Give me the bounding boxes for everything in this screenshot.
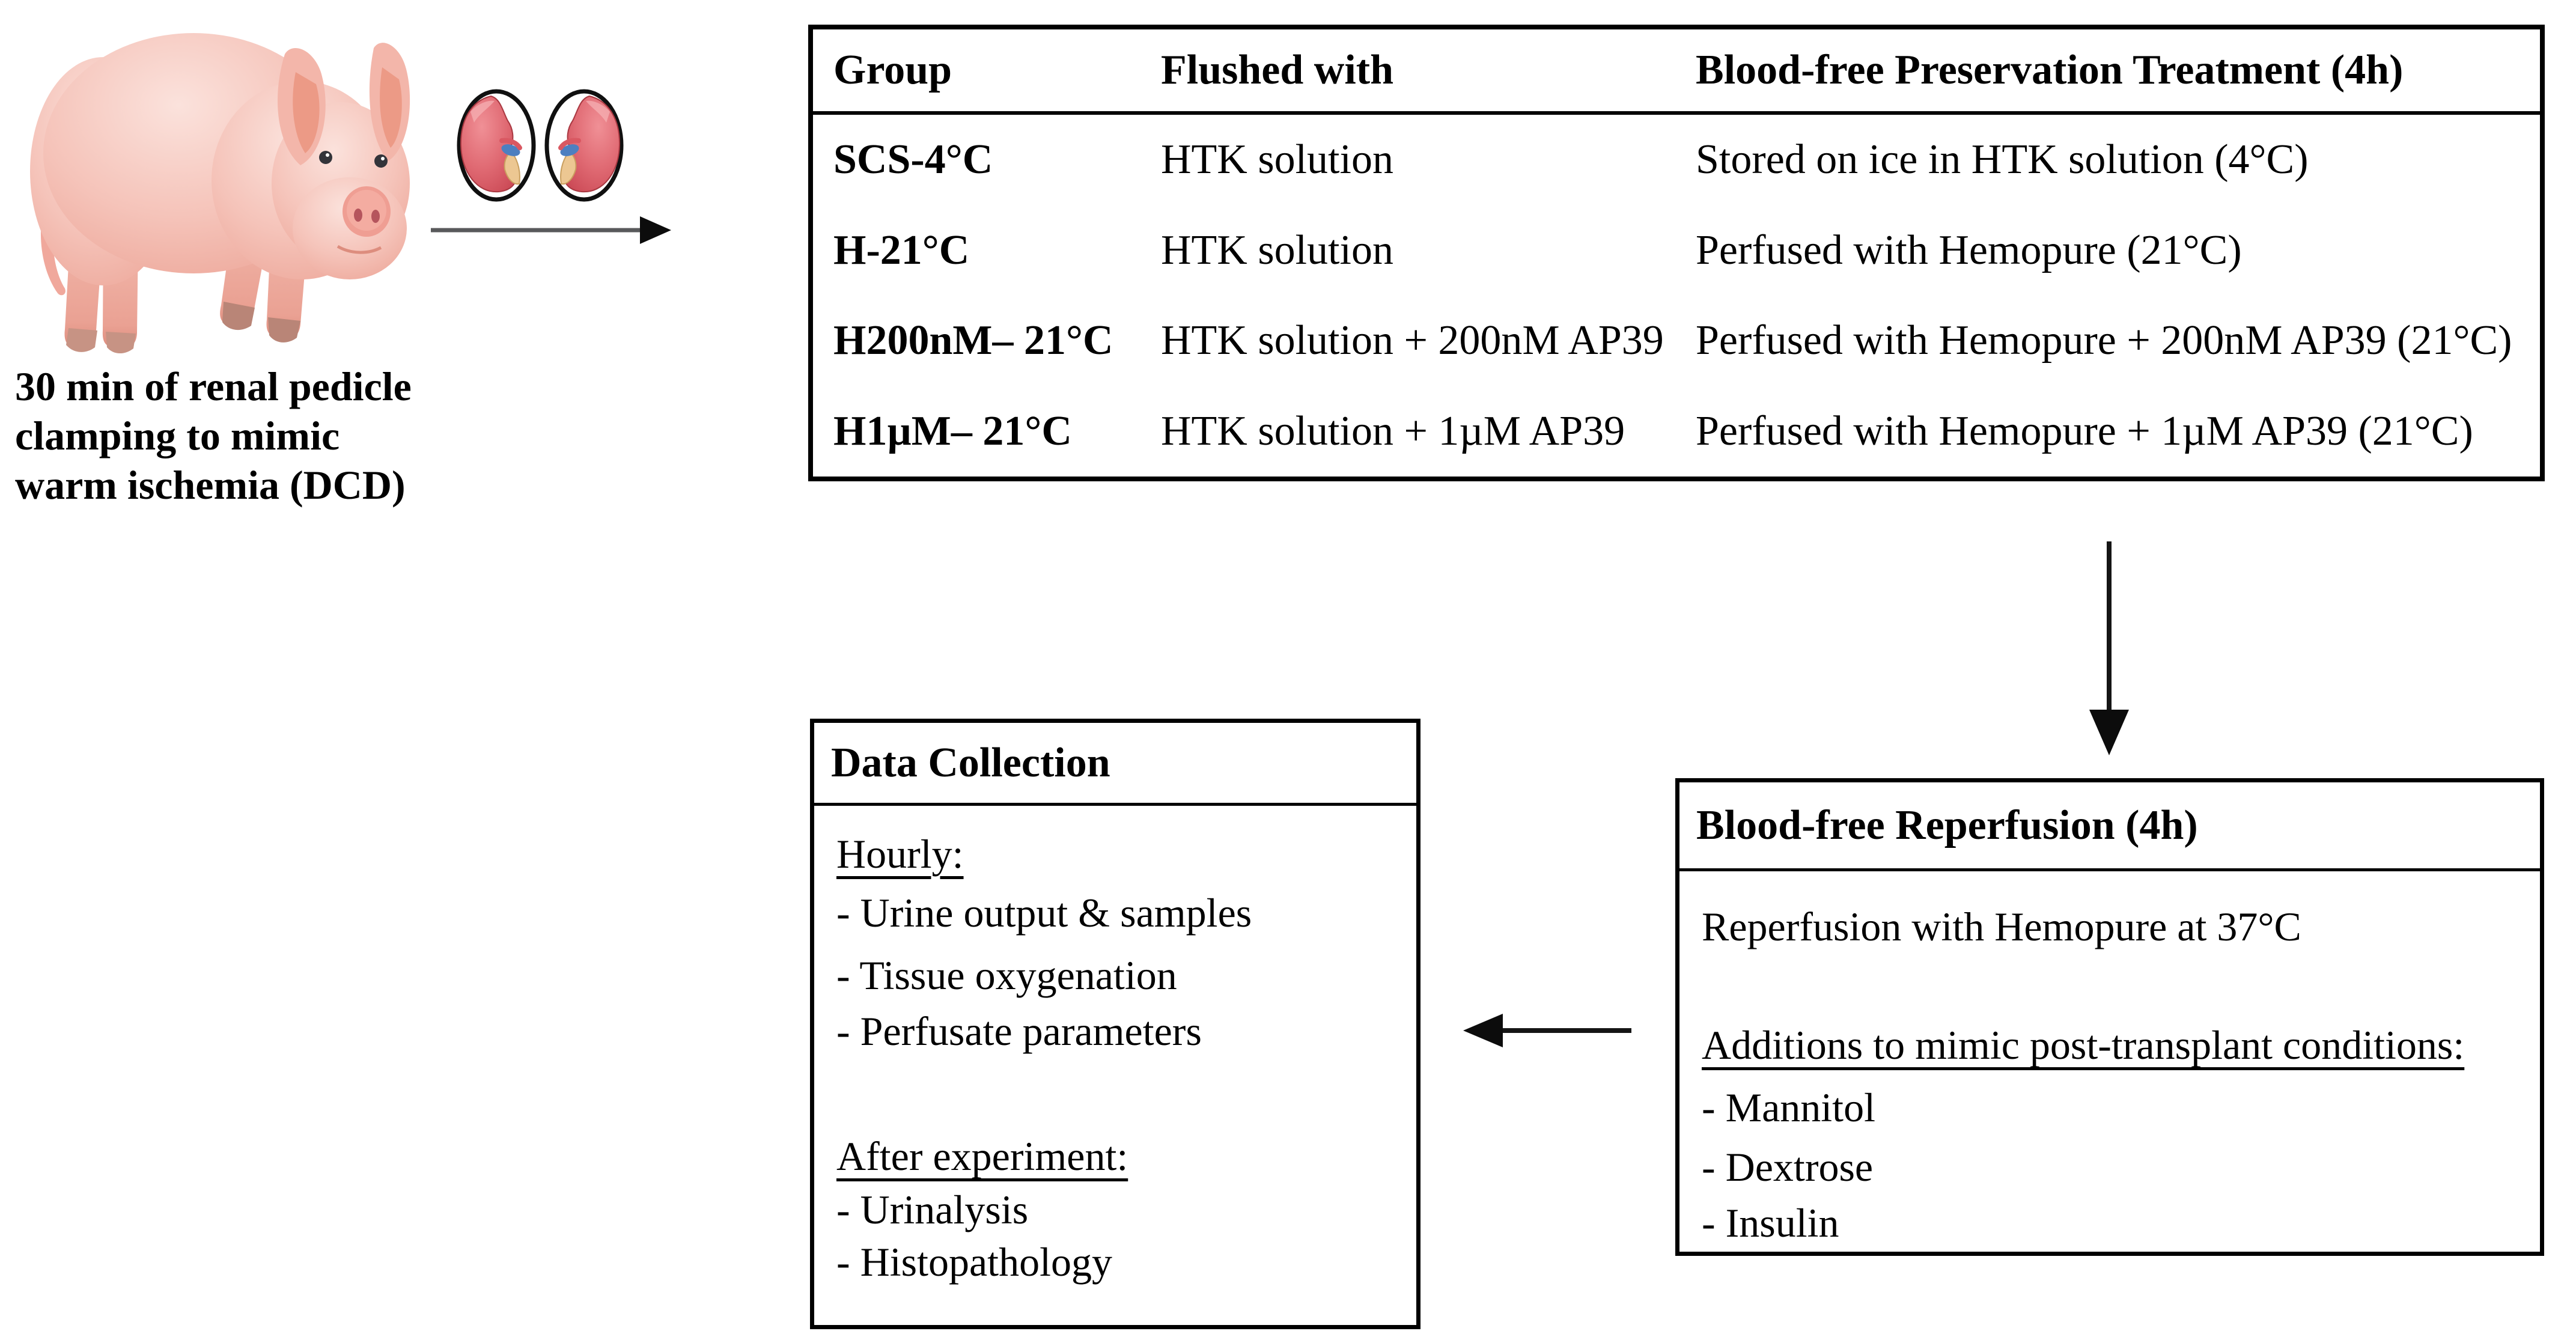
column-header-group: Group bbox=[813, 29, 1140, 115]
list-item: - Urinalysis bbox=[836, 1187, 1029, 1232]
piglet-illustration-svg bbox=[30, 33, 410, 354]
protocol-table: Group Flushed with Blood-free Preservati… bbox=[808, 25, 2545, 481]
arrow-down-icon bbox=[2081, 538, 2137, 760]
cell-treatment: Perfused with Hemopure + 1µM AP39 (21°C) bbox=[1696, 407, 2473, 454]
list-item: - Tissue oxygenation bbox=[836, 952, 1177, 998]
list-item: - Mannitol bbox=[1702, 1085, 1875, 1130]
data-collection-box: Data Collection Hourly: - Urine output &… bbox=[810, 719, 1420, 1329]
cell-group: H1µM– 21°C bbox=[833, 407, 1072, 454]
cell-flushed: HTK solution + 1µM AP39 bbox=[1161, 407, 1625, 454]
caption-line: warm ischemia (DCD) bbox=[15, 462, 406, 508]
data-collection-title: Data Collection bbox=[814, 723, 1416, 806]
cell-group: H-21°C bbox=[833, 227, 970, 273]
kidneys-icon-svg bbox=[452, 88, 628, 203]
cell-group: H200nM– 21°C bbox=[833, 317, 1113, 364]
caption-line: clamping to mimic bbox=[15, 413, 340, 458]
reperfusion-line: Reperfusion with Hemopure at 37°C bbox=[1702, 904, 2301, 949]
list-item: - Dextrose bbox=[1702, 1144, 1874, 1190]
caption-line: 30 min of renal pedicle bbox=[15, 364, 412, 409]
column-header-treatment: Blood-free Preservation Treatment (4h) bbox=[1675, 29, 2540, 115]
cell-flushed: HTK solution bbox=[1161, 136, 1393, 183]
cell-flushed: HTK solution bbox=[1161, 227, 1393, 273]
reperfusion-title: Blood-free Reperfusion (4h) bbox=[1679, 782, 2540, 871]
pig-eye bbox=[319, 151, 332, 164]
list-item: - Urine output & samples bbox=[836, 890, 1252, 936]
reperfusion-box: Blood-free Reperfusion (4h) Reperfusion … bbox=[1675, 778, 2544, 1256]
hourly-heading: Hourly: bbox=[836, 831, 964, 877]
list-item: - Histopathology bbox=[836, 1239, 1112, 1285]
kidneys-icon bbox=[452, 88, 628, 203]
piglet-image bbox=[13, 30, 417, 367]
list-item: - Insulin bbox=[1702, 1200, 1839, 1246]
arrow-right-icon bbox=[424, 212, 676, 249]
after-experiment-heading: After experiment: bbox=[836, 1133, 1128, 1179]
pig-eye bbox=[374, 154, 388, 168]
cell-treatment: Perfused with Hemopure (21°C) bbox=[1696, 227, 2242, 273]
cell-flushed: HTK solution + 200nM AP39 bbox=[1161, 317, 1664, 364]
additions-heading: Additions to mimic post-transplant condi… bbox=[1702, 1022, 2465, 1068]
list-item: - Perfusate parameters bbox=[836, 1008, 1202, 1054]
cell-treatment: Perfused with Hemopure + 200nM AP39 (21°… bbox=[1696, 317, 2512, 364]
column-header-flushed-with: Flushed with bbox=[1140, 29, 1675, 115]
warm-ischemia-caption: 30 min of renal pedicle clamping to mimi… bbox=[15, 362, 508, 510]
arrow-left-icon bbox=[1457, 1005, 1637, 1056]
cell-treatment: Stored on ice in HTK solution (4°C) bbox=[1696, 136, 2309, 183]
cell-group: SCS-4°C bbox=[833, 136, 993, 183]
